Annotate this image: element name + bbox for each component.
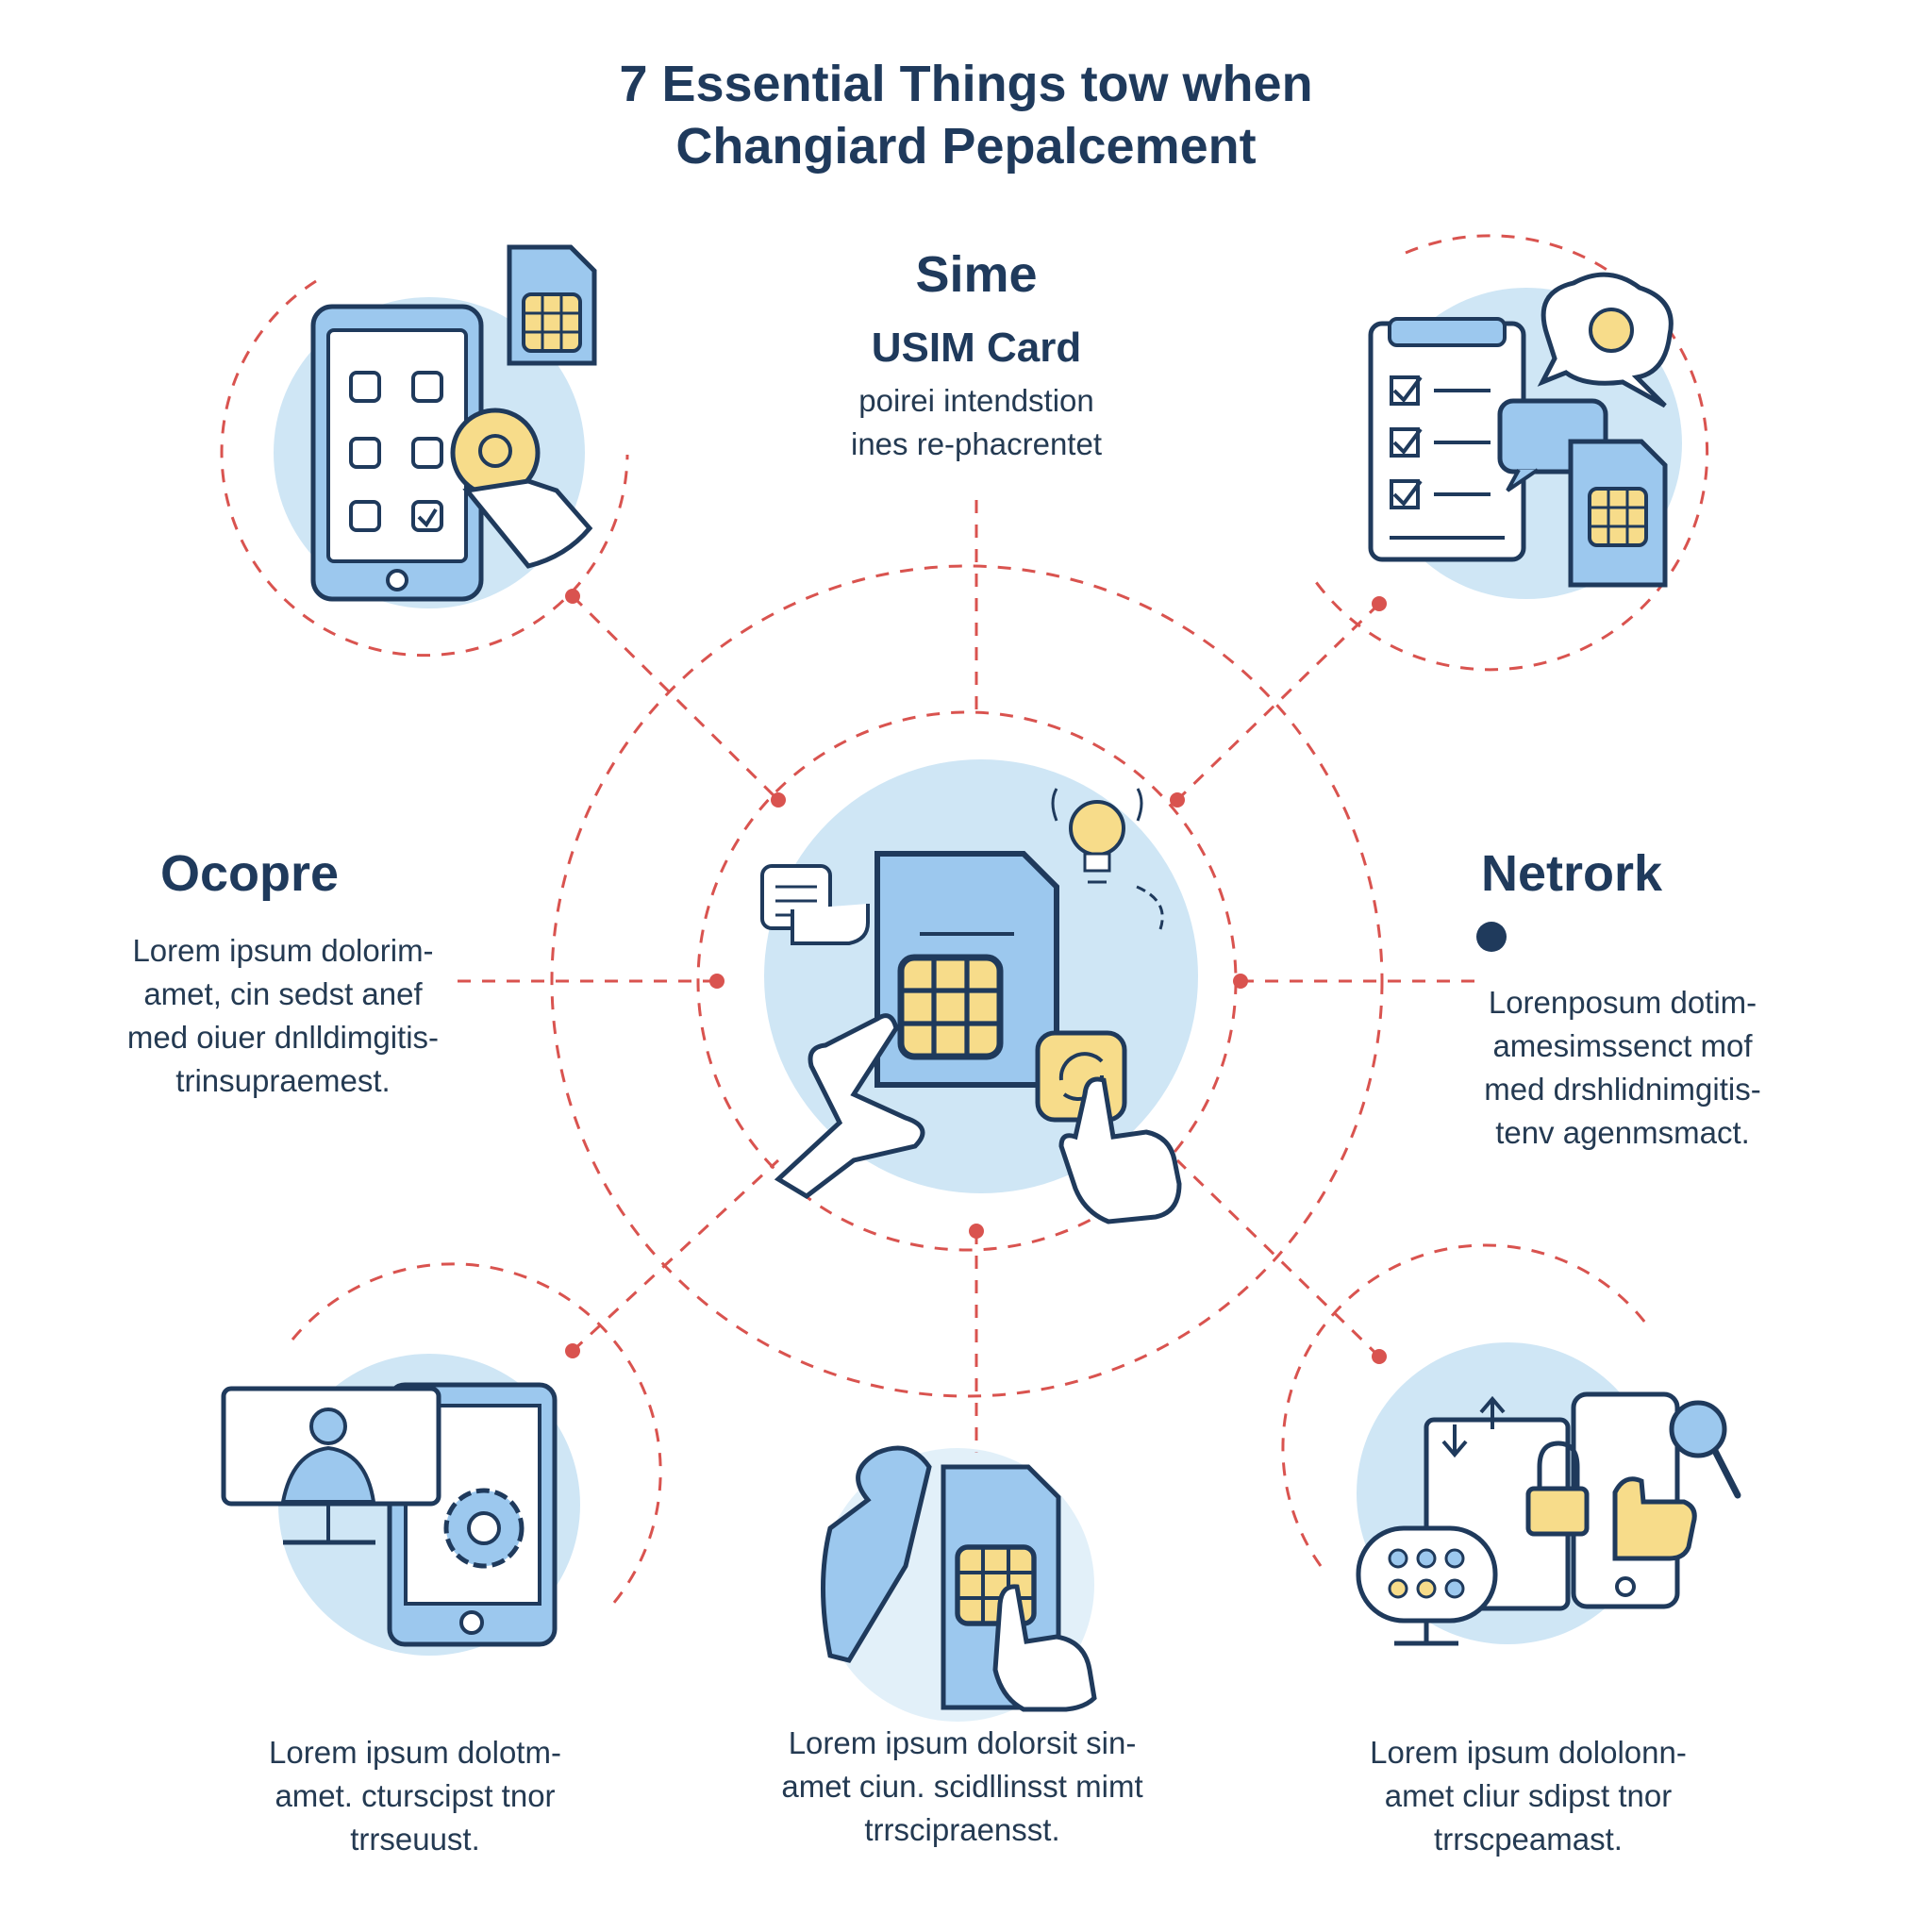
bottom-right-line-3: trrscpeamast. — [1434, 1822, 1623, 1857]
connector-bottom-right — [1175, 1158, 1381, 1358]
right-text-line-4: tenv agenmsmact. — [1495, 1115, 1750, 1150]
right-text-line-3: med drshlidnimgitis- — [1484, 1072, 1761, 1107]
bottom-center-line-3: trrscipraensst. — [864, 1812, 1060, 1847]
right-text: Lorenposum dotim- amesimssenct mof med d… — [1415, 981, 1830, 1155]
network-bullet — [1476, 922, 1507, 952]
left-heading: Ocopre — [160, 845, 340, 902]
connector-bottom-left — [571, 1158, 780, 1353]
top-text-line-1: poirei intendstion — [858, 383, 1094, 418]
device-security-icon — [1356, 1342, 1741, 1646]
right-heading: Netrork — [1481, 845, 1663, 902]
connector-top-left — [571, 594, 780, 802]
left-text-line-4: trinsupraemest. — [175, 1063, 391, 1098]
bottom-left-text: Lorem ipsum dolotm- amet. cturscipst tno… — [217, 1731, 613, 1861]
bottom-center-text: Lorem ipsum dolorsit sin- amet ciun. sci… — [745, 1722, 1179, 1852]
bottom-center-line-2: amet ciun. scidllinsst mimt — [781, 1769, 1143, 1804]
left-text-line-3: med oiuer dnlldimgitis- — [126, 1020, 440, 1055]
padlock-icon — [1525, 1441, 1590, 1537]
bottom-left-line-2: amet. cturscipst tnor — [275, 1778, 556, 1813]
sim-card-icon — [507, 244, 597, 366]
top-text-line-2: ines re-phacrentet — [851, 426, 1102, 461]
top-section: Sime USIM Card poirei intendstion ines r… — [750, 245, 1203, 466]
bottom-left-line-1: Lorem ipsum dolotm- — [269, 1735, 561, 1770]
bottom-left-line-3: trrseuust. — [350, 1822, 480, 1857]
smartphone-icon — [274, 297, 593, 608]
right-text-line-1: Lorenposum dotim- — [1488, 985, 1757, 1020]
ring-top-right — [1309, 234, 1709, 672]
page-title: 7 Essential Things tow when Changiard Pe… — [400, 53, 1532, 177]
chat-bubble-icon — [760, 864, 870, 945]
top-subheading: USIM Card — [871, 325, 1082, 371]
thumbs-up-icon — [1612, 1476, 1697, 1561]
right-section: Netrork — [1434, 844, 1792, 903]
top-heading: Sime — [915, 246, 1038, 303]
left-text: Lorem ipsum dolorim- amet, cin sedst ane… — [80, 929, 486, 1103]
title-line-1: 7 Essential Things tow when — [619, 56, 1313, 112]
bottom-right-line-2: amet cliur sdipst tnor — [1384, 1778, 1673, 1813]
right-text-line-2: amesimssenct mof — [1492, 1028, 1753, 1063]
outer-dashed-ring — [550, 564, 1384, 1398]
center-sim-illustration — [760, 759, 1198, 1224]
connector-top-right — [1175, 602, 1381, 802]
bottom-center-line-1: Lorem ipsum dolorsit sin- — [788, 1725, 1137, 1760]
ring-top-left — [220, 279, 629, 658]
lightbulb-icon — [1051, 788, 1164, 930]
ring-bottom-left — [291, 1262, 662, 1605]
left-text-line-2: amet, cin sedst anef — [143, 976, 423, 1011]
bottom-right-line-1: Lorem ipsum dololonn- — [1370, 1735, 1687, 1770]
magnifier-icon — [1669, 1400, 1741, 1499]
bottom-right-text: Lorem ipsum dololonn- amet cliur sdipst … — [1330, 1731, 1726, 1861]
left-text-line-1: Lorem ipsum dolorim- — [132, 933, 434, 968]
sim-hand-icon — [821, 1445, 1097, 1722]
title-line-2: Changiard Pepalcement — [675, 118, 1257, 175]
gear-icon — [443, 1488, 525, 1569]
chat-bubble-icon — [1497, 272, 1674, 588]
left-section: Ocopre — [94, 844, 453, 903]
junction-dots — [565, 589, 1387, 1364]
hand-pointer-icon — [774, 1013, 1182, 1224]
ring-bottom-right — [1281, 1243, 1653, 1567]
keypad-icon — [1356, 1525, 1498, 1646]
video-call-icon — [221, 1354, 580, 1656]
